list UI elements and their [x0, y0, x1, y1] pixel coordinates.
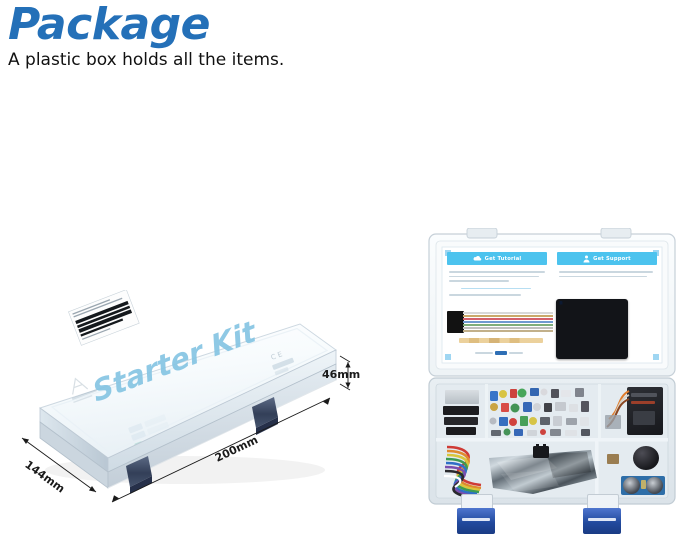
certification-marks: C E — [270, 350, 294, 376]
dimension-line-height — [339, 355, 351, 391]
support-agent-icon — [583, 255, 590, 262]
keypad-key-label: 5 — [559, 301, 563, 307]
keypad-key-label: 0 — [559, 301, 563, 307]
keypad-key-label: 6 — [559, 301, 563, 307]
keypad-key-label: A — [559, 301, 563, 307]
keypad-key-label: 9 — [559, 301, 563, 307]
keypad-key-label: * — [559, 301, 563, 307]
brand-logo — [71, 377, 97, 404]
keypad-key-label: 2 — [559, 301, 563, 307]
page-subtitle: A plastic box holds all the items. — [8, 50, 285, 70]
tutorial-panel: Get Tutorial — [447, 252, 547, 301]
resistor-strip — [459, 338, 543, 343]
open-box-body — [428, 377, 676, 505]
components-scatter — [489, 388, 590, 436]
instruction-card-content: Get Tutorial Get Support — [445, 252, 659, 360]
compartment-top-right — [603, 385, 665, 438]
keypad-key-label: B — [559, 301, 563, 307]
support-panel: Get Support — [557, 252, 657, 280]
box-latch-left — [126, 456, 152, 494]
antistatic-bag — [489, 444, 597, 494]
compartment-bottom-right — [603, 444, 665, 497]
header: Package A plastic box holds all the item… — [8, 2, 508, 71]
keypad-key-label: # — [559, 301, 563, 307]
keypad-key-label: C — [559, 301, 563, 307]
compartment-top-left — [441, 386, 483, 438]
barcode-label — [68, 289, 140, 346]
svg-text:C E: C E — [270, 350, 284, 362]
open-box-latch-right[interactable] — [583, 494, 621, 535]
dimension-line-depth — [21, 437, 97, 493]
compartment-top-middle — [487, 385, 597, 438]
lid-hinge-tab-left — [466, 227, 498, 239]
card-footer-marks — [475, 351, 535, 355]
keypad-key-label: 4 — [559, 301, 563, 307]
dimension-label-height: 46mm — [322, 368, 361, 381]
page-title: Package — [8, 0, 211, 50]
closed-box-figure: Starter Kit — [0, 289, 380, 520]
keypad-key-label: D — [559, 301, 563, 307]
lid-hinge-tab-right — [600, 227, 632, 239]
compartment-bottom-middle — [487, 444, 599, 497]
keypad-key-label: 7 — [559, 301, 563, 307]
figure-alt-text: closed-plastic-storage-box open-plastic-… — [0, 0, 1, 1]
keypad-key-label: 1 — [559, 301, 563, 307]
compartment-bottom-left — [441, 443, 503, 497]
open-box-latch-left[interactable] — [457, 494, 495, 535]
closed-box-illustration: Starter Kit — [21, 289, 351, 503]
cloud-download-icon — [473, 255, 481, 261]
support-panel-label: Get Support — [593, 255, 631, 262]
dimension-line-width — [111, 397, 331, 503]
keypad-key-label: 8 — [559, 301, 563, 307]
tutorial-panel-label: Get Tutorial — [484, 255, 522, 262]
rainbow-jumper-wires — [443, 445, 482, 497]
open-box-figure: Get Tutorial Get Support — [425, 227, 679, 534]
keypad-key-label: 3 — [559, 301, 563, 307]
jumper-wire-ribbon-cable — [447, 308, 553, 338]
joystick-cap — [633, 446, 659, 470]
